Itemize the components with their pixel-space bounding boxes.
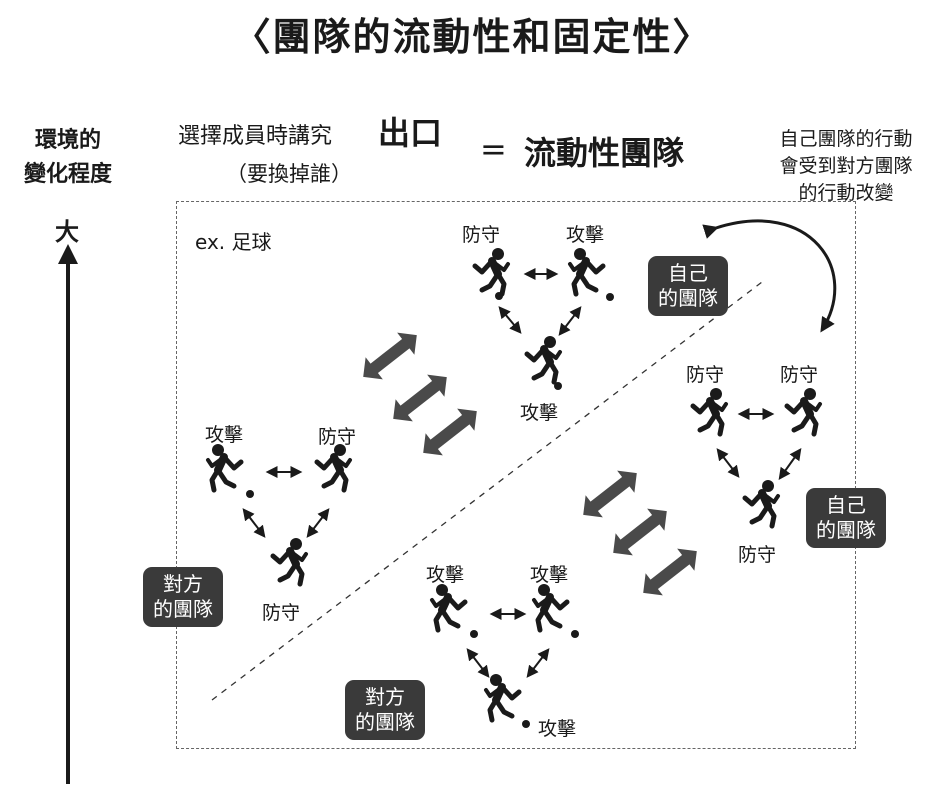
team-bottom-players: [432, 584, 579, 728]
axis-label-line1: 環境的: [34, 128, 101, 153]
axis-label: 環境的 變化程度: [8, 124, 128, 192]
interaction-arrows-upper: [354, 324, 486, 464]
selection-subtext: （要換掉誰）: [226, 162, 352, 186]
axis-label-line2: 變化程度: [23, 162, 112, 187]
role-label: 防守: [738, 544, 777, 566]
opp-team-tag-left: 對方 的團隊: [143, 567, 223, 627]
own-team-tag-line2: 的團隊: [816, 518, 876, 542]
influence-note: 自己團隊的行動 會受到對方團隊 的行動改變: [752, 126, 940, 207]
opp-team-tag-line1: 對方: [365, 685, 405, 709]
team-left-players: [208, 444, 350, 584]
own-team-tag-right: 自己 的團隊: [806, 488, 886, 548]
note-line2: 會受到對方團隊: [779, 155, 913, 177]
diagram-frame: [176, 201, 856, 749]
note-line3: 的行動改變: [798, 182, 894, 204]
role-label: 防守: [262, 602, 301, 624]
equals-sign: =: [480, 130, 507, 168]
role-label: 防守: [462, 224, 501, 246]
note-line1: 自己團隊的行動: [779, 128, 913, 150]
role-label: 防守: [318, 426, 357, 448]
own-team-tag-line1: 自己: [826, 493, 866, 517]
role-label: 攻擊: [566, 224, 605, 246]
opp-team-tag-line2: 的團隊: [153, 597, 213, 621]
team-divider: [211, 281, 763, 701]
role-label: 攻擊: [205, 424, 244, 446]
team-right-players: [693, 388, 820, 526]
example-label: ex. 足球: [195, 230, 272, 254]
opp-team-tag-line2: 的團隊: [355, 710, 415, 734]
role-label: 攻擊: [530, 564, 569, 586]
own-team-tag-line2: 的團隊: [658, 286, 718, 310]
exit-label: 出口: [378, 114, 443, 152]
team-top-players: [475, 248, 614, 390]
opp-team-tag-line1: 對方: [163, 572, 203, 596]
role-label: 防守: [686, 364, 725, 386]
influence-arrow: [702, 219, 837, 333]
selection-text: 選擇成員時講究: [178, 124, 333, 149]
role-label: 攻擊: [520, 402, 559, 424]
own-team-tag-line1: 自己: [668, 261, 708, 285]
axis-max-label: 大: [55, 218, 79, 246]
role-label: 防守: [780, 364, 819, 386]
axis-arrowhead: [58, 244, 78, 264]
page-title: 〈團隊的流動性和固定性〉: [232, 15, 713, 59]
role-label: 攻擊: [538, 718, 577, 740]
fluid-team-label: 流動性團隊: [524, 134, 685, 172]
interaction-arrows-lower: [574, 462, 706, 604]
opp-team-tag-bottom: 對方 的團隊: [345, 680, 425, 740]
role-label: 攻擊: [426, 564, 465, 586]
own-team-tag-top: 自己 的團隊: [648, 256, 728, 316]
